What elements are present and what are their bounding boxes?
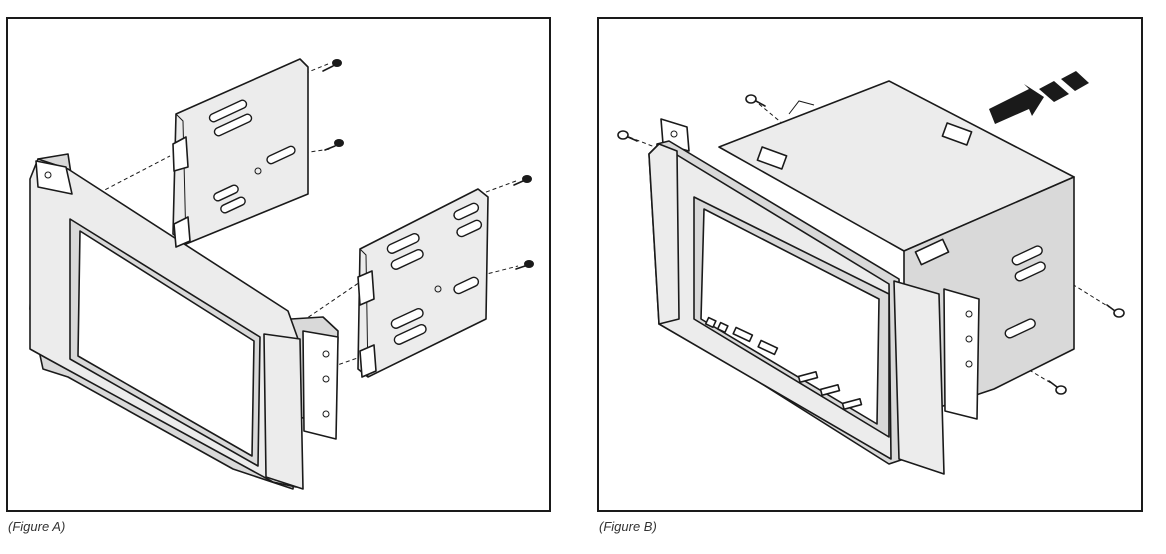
screw-icon <box>745 94 766 107</box>
screw-icon <box>324 139 344 151</box>
figure-b-panel <box>597 17 1143 512</box>
dash-trim-frame <box>648 118 1036 475</box>
left-mounting-bracket <box>172 58 309 248</box>
figure-b-caption: (Figure B) <box>599 519 657 534</box>
figure-a-caption: (Figure A) <box>8 519 66 534</box>
dash-trim-frame <box>29 153 339 490</box>
screw-icon <box>322 59 342 72</box>
figure-a-panel <box>6 17 551 512</box>
screw-icon <box>513 175 532 186</box>
screw-icon <box>515 260 534 270</box>
screw-icon <box>617 130 638 142</box>
screw-icon <box>1106 304 1125 318</box>
screw-icon <box>1048 380 1067 395</box>
figure-a-illustration <box>29 58 534 490</box>
insert-direction-arrow-icon <box>989 71 1089 124</box>
figure-b-illustration <box>617 71 1125 475</box>
right-mounting-bracket <box>357 188 489 378</box>
